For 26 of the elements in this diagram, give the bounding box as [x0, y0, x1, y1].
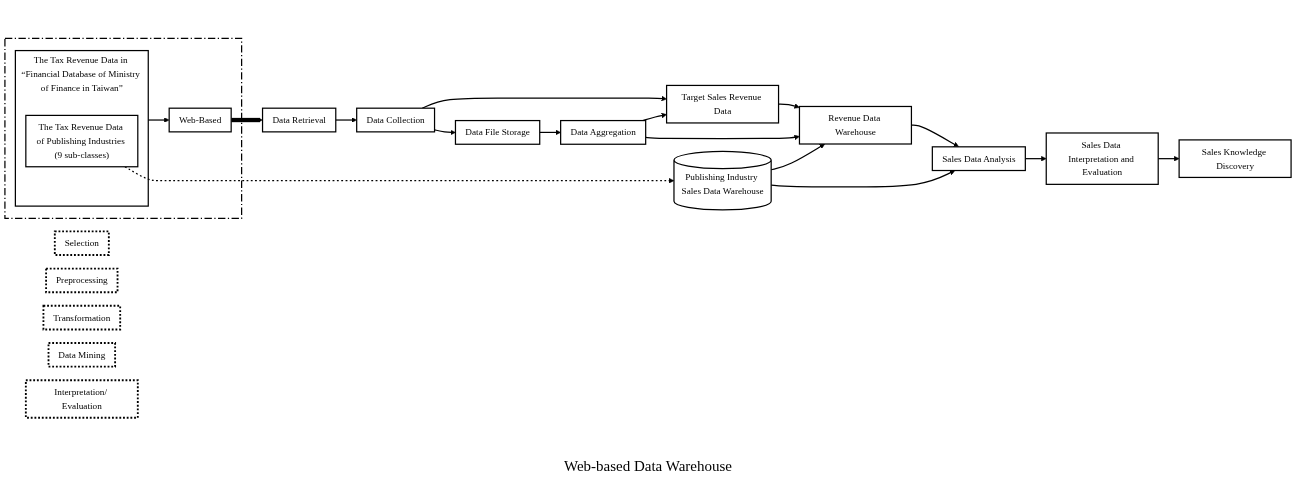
arrow	[421, 95, 667, 109]
node-box: Target Sales Revenue Data	[665, 84, 780, 124]
node-box: Data Mining	[47, 342, 117, 368]
arrow	[335, 117, 357, 123]
arrow	[770, 170, 956, 188]
diagram-label: Web-based Data Warehouse	[563, 458, 733, 475]
node-box: Revenue Data Warehouse	[798, 105, 913, 145]
node-box: Sales Data Analysis	[931, 146, 1026, 172]
arrow	[770, 143, 825, 171]
arrow	[147, 117, 170, 123]
node-box: Data Aggregation	[560, 119, 647, 145]
node-box: Sales Data Interpretation and Evaluation	[1045, 132, 1159, 185]
arrow	[539, 129, 561, 136]
arrow	[124, 166, 675, 184]
node-box: Transformation	[42, 304, 122, 331]
node-box: Data Collection	[356, 107, 436, 133]
node-box: Data File Storage	[454, 119, 541, 145]
cluster	[4, 37, 243, 220]
node-box: Interpretation/ Evaluation	[24, 379, 139, 419]
node-box: Preprocessing	[45, 267, 119, 294]
node-box: Web-Based	[168, 107, 232, 133]
arrow	[645, 134, 800, 141]
node-box: Selection	[53, 230, 110, 256]
node-box: The Tax Revenue Data of Publishing Industries (9 sub-classes)	[25, 114, 139, 168]
node-box: Data Retrieval	[261, 107, 337, 133]
node-box: Sales Knowledge Discovery	[1178, 139, 1292, 179]
